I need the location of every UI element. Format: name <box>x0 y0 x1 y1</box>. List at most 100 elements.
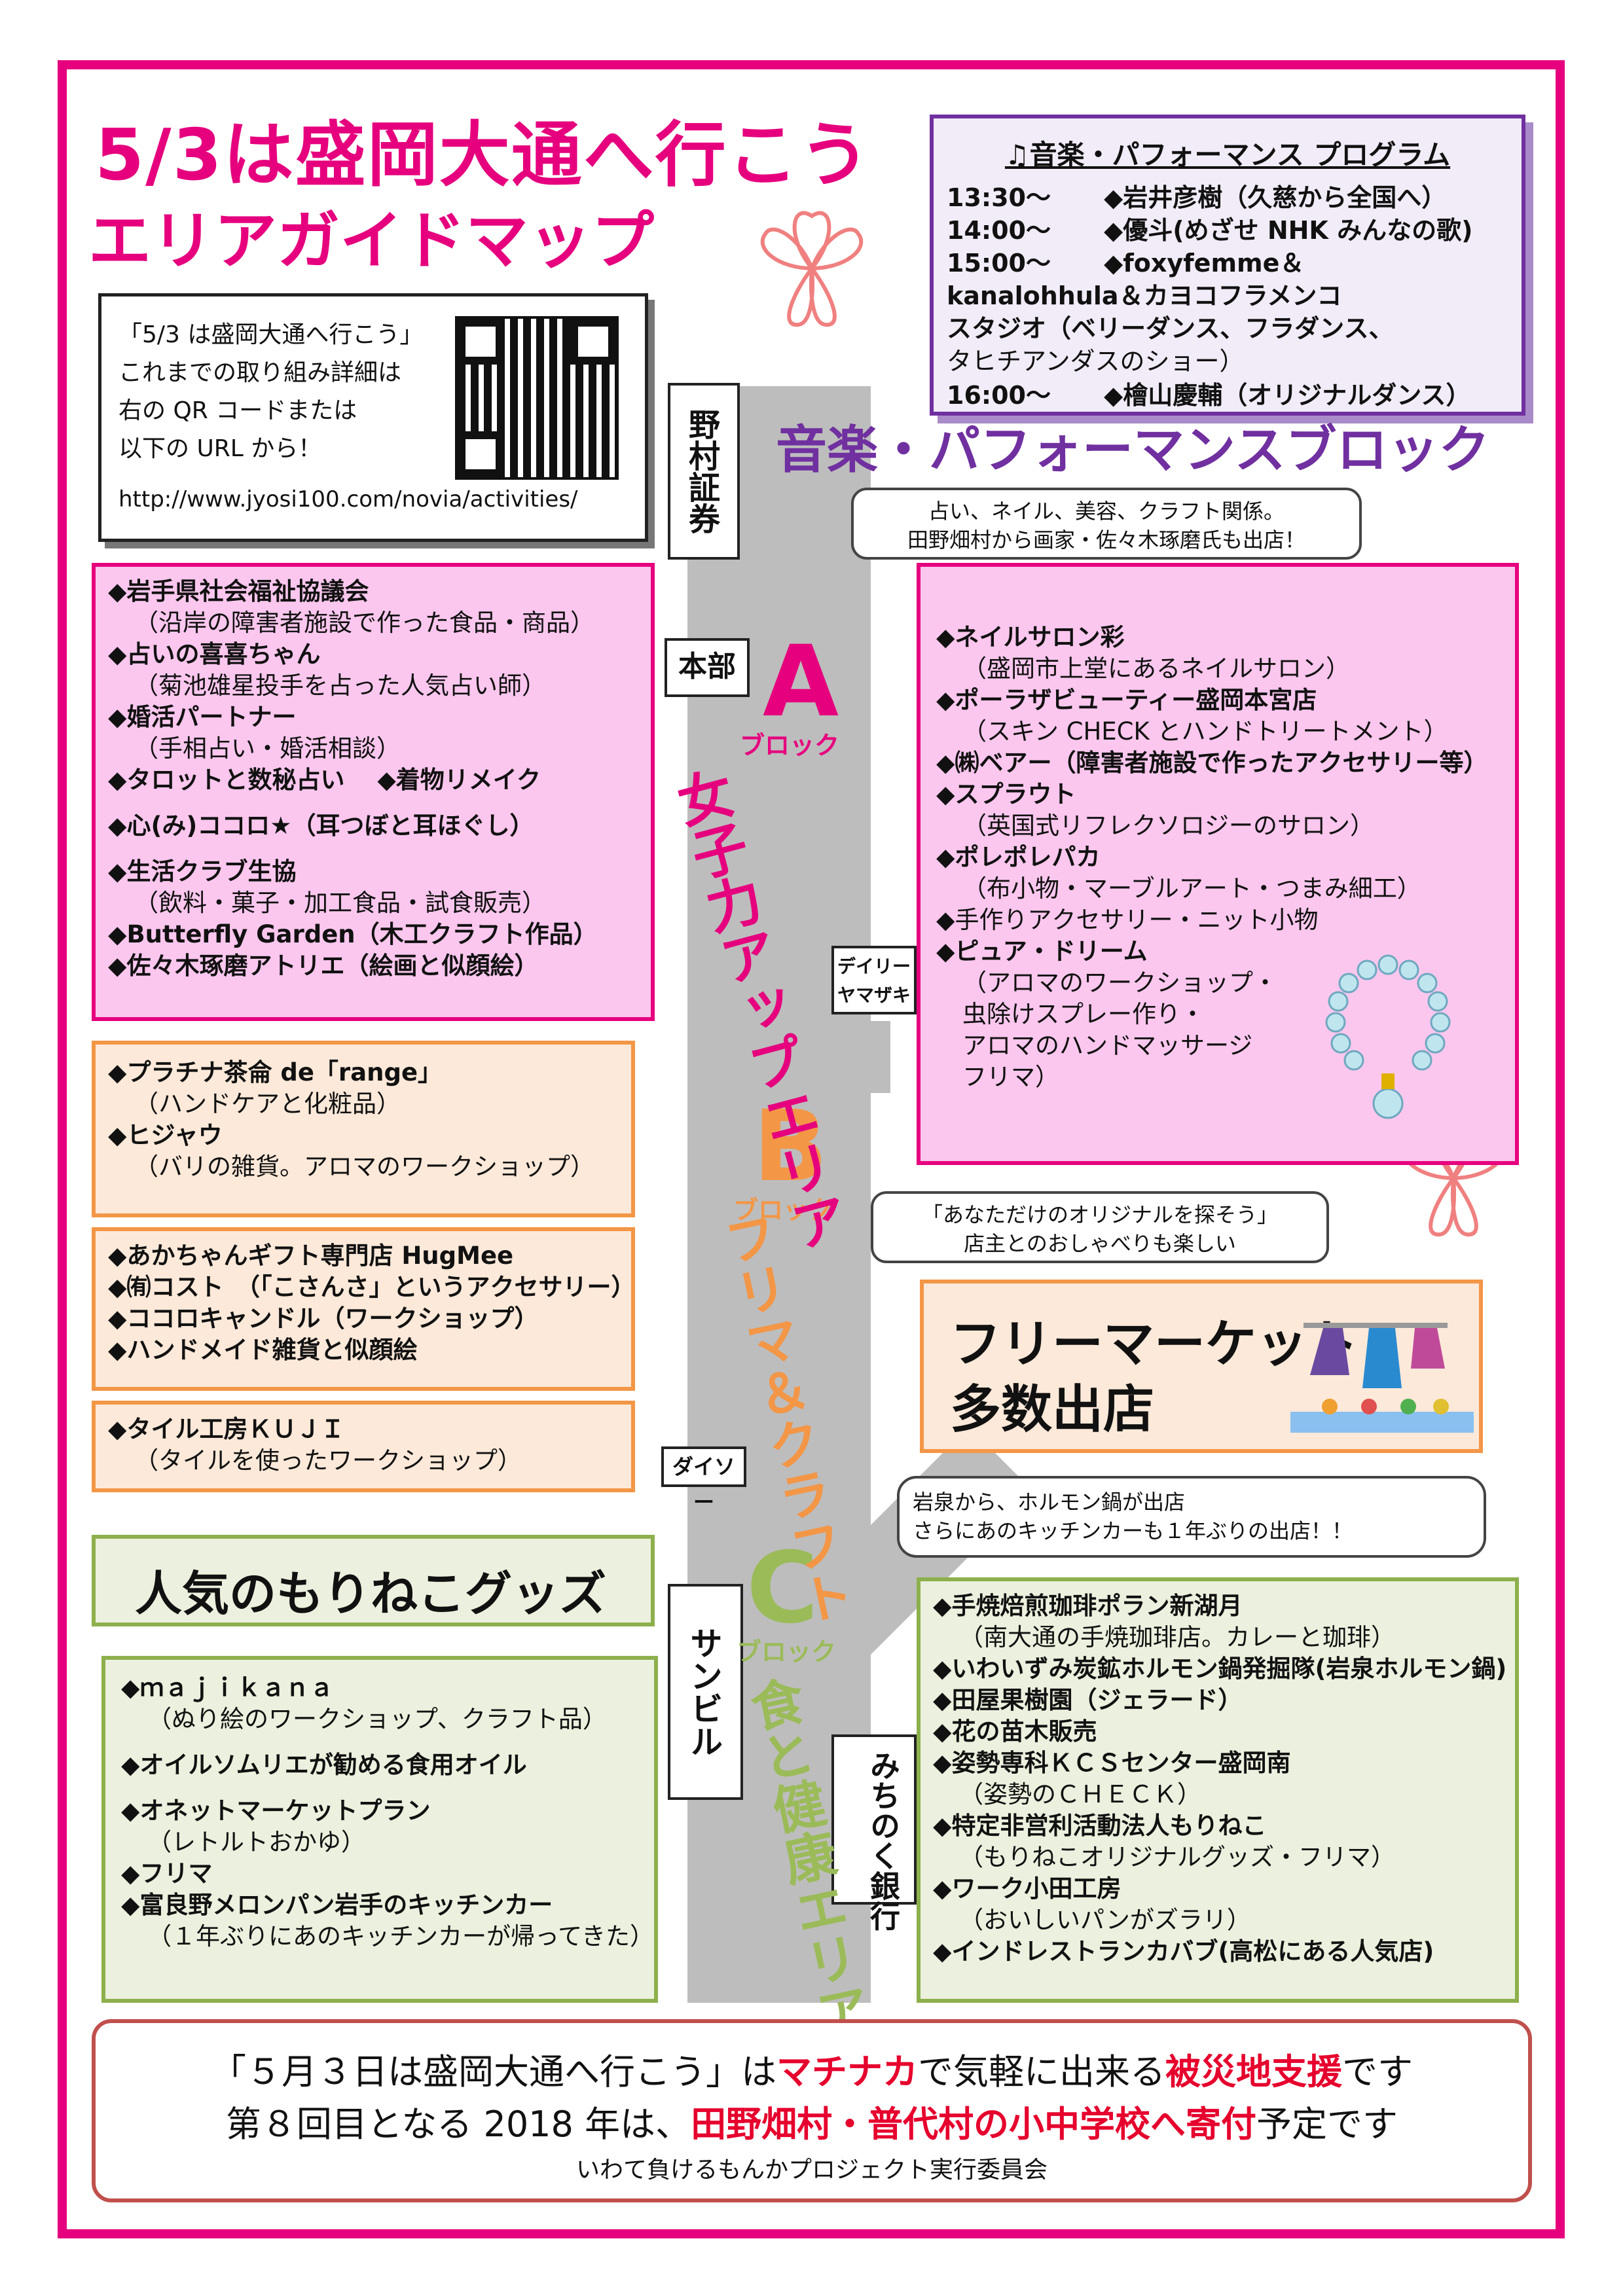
info-line: 以下の URL から！ <box>119 435 322 462</box>
list-item: フリマ） <box>962 1063 1059 1091</box>
list-item: ◆手焼焙煎珈琲ポラン新湖月 <box>933 1592 1243 1620</box>
list-item: ◆ポーラザビューティー盛岡本宮店 <box>936 686 1317 714</box>
list-item <box>108 796 598 810</box>
list-item: （ハンドケアと化粧品） <box>134 1090 401 1118</box>
music-block-label: 音楽・パフォーマンスブロック <box>776 421 1490 480</box>
block-b-box-3 <box>92 1401 635 1492</box>
program-row: 14:00～◆優斗(めざせ NHK みんなの歌) <box>947 216 1473 245</box>
b-box2-items: ◆あかちゃんギフト専門店 HugMee ◆㈲コスト （「こさんさ」というアクセサリ… <box>108 1240 635 1366</box>
program-title: ♫音楽・パフォーマンス プログラム <box>1004 139 1451 171</box>
list-item: （菊池雄星投手を占った人気占い師） <box>134 672 546 700</box>
list-item <box>121 1735 654 1749</box>
footer-line-1: 「５月３日は盛岡大通へ行こう」はマチナカで気軽に出来る被災地支援です <box>211 2051 1413 2092</box>
bubble-b: 「あなただけのオリジナルを探そう」店主とのおしゃべりも楽しい <box>871 1191 1329 1263</box>
c-left-items: ◆ｍａｊｉｋａｎａ （ぬり絵のワークショップ、クラフト品） ◆オイルソムリエが勧める… <box>121 1672 654 1952</box>
block-a-letter: A <box>763 625 839 739</box>
list-item: ◆占いの喜喜ちゃん <box>108 640 321 668</box>
list-item <box>121 1781 654 1795</box>
music-program-box: ♫音楽・パフォーマンス プログラム 13:30～◆岩井彦樹（久慈から全国へ） 1… <box>930 115 1525 416</box>
list-item: （姿勢のＣＨＥＣＫ） <box>959 1780 1201 1808</box>
info-line: 右の QR コードまたは <box>119 397 357 424</box>
list-item: ◆Butterfly Garden（木工クラフト作品） <box>108 920 598 948</box>
list-item: （もりねこオリジナルグッズ・フリマ） <box>959 1843 1395 1871</box>
info-line: 「5/3 は盛岡大通へ行こう」 <box>119 321 424 348</box>
list-item: （おいしいパンがズラリ） <box>959 1906 1251 1934</box>
block-a-suffix: ブロック <box>740 731 840 760</box>
bubble-c: 岩泉から、ホルモン鍋が出店さらにあのキッチンカーも１年ぶりの出店！！ <box>897 1476 1486 1558</box>
list-item: （手相占い・婚活相談） <box>134 734 401 762</box>
block-b-box-2 <box>92 1227 635 1391</box>
list-item: ◆富良野メロンパン岩手のキッチンカー <box>121 1891 553 1919</box>
landmark-daily-yamazaki: デイリーヤマザキ <box>831 946 917 1014</box>
program-row: 16:00～◆檜山慶輔（オリジナルダンス） <box>947 381 1471 410</box>
landmark-nomura: 野村証券 <box>668 383 740 560</box>
list-item: （タイルを使ったワークショップ） <box>134 1446 522 1475</box>
list-item: （アロマのワークショップ・ <box>962 969 1277 997</box>
list-item: ◆あかちゃんギフト専門店 HugMee <box>108 1242 514 1270</box>
activities-url[interactable]: http://www.jyosi100.com/novia/activities… <box>119 486 578 512</box>
list-item: ◆岩手県社会福祉協議会 <box>108 577 369 605</box>
list-item: ◆フリマ <box>121 1859 213 1888</box>
flea-market-line2: 多数出店 <box>950 1380 1155 1439</box>
b-box1-items: ◆プラチナ茶侖 de「range」 （ハンドケアと化粧品） ◆ヒジャウ （バリの雑貨。… <box>108 1057 594 1183</box>
list-item: （１年ぶりにあのキッチンカーが帰ってきた） <box>147 1922 655 1950</box>
list-item: （レトルトおかゆ） <box>147 1828 365 1856</box>
list-item: ◆手作りアクセサリー・ニット小物 <box>936 906 1319 934</box>
list-item: ◆オイルソムリエが勧める食用オイル <box>121 1751 527 1779</box>
a-right-items: ◆ネイルサロン彩（盛岡市上堂にあるネイルサロン）◆ポーラザビューティー盛岡本宮店… <box>936 622 1487 1093</box>
list-item: （盛岡市上堂にあるネイルサロン） <box>962 655 1350 683</box>
list-item: ◆ポレポレパカ <box>936 843 1101 871</box>
list-item: ◆ワーク小田工房 <box>933 1874 1122 1903</box>
block-b-suffix: ブロック <box>733 1196 833 1225</box>
list-item: （沿岸の障害者施設で作った食品・商品） <box>134 609 594 637</box>
list-item: （ぬり絵のワークショップ、クラフト品） <box>147 1705 607 1733</box>
list-item: 虫除けスプレー作り・ <box>962 1000 1205 1028</box>
list-item: ◆田屋果樹園（ジェラード） <box>933 1686 1243 1714</box>
list-item: ◆心(み)ココロ★（耳つぼと耳ほぐし） <box>108 812 534 840</box>
program-row: タヒチアンダスのショー） <box>947 347 1245 376</box>
block-c-right-list <box>917 1577 1519 2003</box>
list-item: ◆プラチナ茶侖 de「range」 <box>108 1058 443 1086</box>
landmark-honbu: 本部 <box>665 638 750 697</box>
morineko-goods-label: 人気のもりねこグッズ <box>135 1566 607 1621</box>
flea-market-stall-icon <box>1290 1323 1474 1433</box>
flea-market-box: フリーマーケット 多数出店 <box>920 1280 1483 1453</box>
morineko-goods-box: 人気のもりねこグッズ <box>92 1535 655 1626</box>
list-item: ◆いわいずみ炭鉱ホルモン鍋発掘隊(岩泉ホルモン鍋) <box>933 1655 1507 1683</box>
list-item: ◆ココロキャンドル（ワークショップ） <box>108 1304 539 1333</box>
list-item: ◆ピュア・ドリーム <box>936 937 1148 965</box>
info-box: 「5/3 は盛岡大通へ行こう」 これまでの取り組み詳細は 右の QR コードまた… <box>98 293 648 542</box>
landmark-michinoku-bank: みちのく銀行 <box>831 1734 917 1931</box>
list-item: ◆ヒジャウ <box>108 1121 223 1149</box>
program-row: スタジオ（ベリーダンス、フラダンス、 <box>947 314 1394 343</box>
footer-organizer: いわて負けるもんかプロジェクト実行委員会 <box>575 2157 1048 2183</box>
list-item: （南大通の手焼珈琲店。カレーと珈琲） <box>959 1623 1395 1651</box>
b-box3-items: ◆タイル工房ＫＵＪＩ （タイルを使ったワークショップ） <box>108 1414 522 1477</box>
page-subtitle: エリアガイドマップ <box>88 204 654 278</box>
program-row: 13:30～◆岩井彦樹（久慈から全国へ） <box>947 183 1447 212</box>
list-item: ◆㈲コスト （「こさんさ」というアクセサリー） <box>108 1273 636 1301</box>
c-right-items: ◆手焼焙煎珈琲ポラン新湖月 （南大通の手焼珈琲店。カレーと珈琲） ◆いわいずみ炭鉱ホ… <box>933 1590 1506 1967</box>
list-item: （バリの雑貨。アロマのワークショップ） <box>134 1153 594 1181</box>
list-item: アロマのハンドマッサージ <box>962 1031 1253 1060</box>
qr-code-icon[interactable] <box>455 316 619 480</box>
info-line: これまでの取り組み詳細は <box>119 359 402 386</box>
block-b-letter: B <box>753 1090 828 1204</box>
road-cross-a <box>687 1021 890 1093</box>
list-item: ◆特定非営利活動法人もりねこ <box>933 1812 1267 1840</box>
a-left-items: ◆岩手県社会福祉協議会 （沿岸の障害者施設で作った食品・商品） ◆占いの喜喜ちゃん （… <box>108 576 598 982</box>
program-row: kanalohhula＆カヨコフラメンコ <box>947 281 1342 310</box>
bracelet-icon <box>1325 954 1451 1119</box>
landmark-daiso: ダイソー <box>661 1446 746 1515</box>
list-item: ◆オネットマーケットプラン <box>121 1797 431 1825</box>
block-a-left-list <box>92 563 655 1021</box>
list-item: ◆インドレストランカバブ(高松にある人気店) <box>933 1937 1434 1965</box>
footer-message-box: 「５月３日は盛岡大通へ行こう」はマチナカで気軽に出来る被災地支援です 第８回目と… <box>92 2019 1532 2202</box>
list-item: ◆婚活パートナー <box>108 703 297 731</box>
list-item: ◆姿勢専科ＫＣＳセンター盛岡南 <box>933 1749 1291 1777</box>
list-item: ◆タロットと数秘占い ◆着物リメイク <box>108 766 541 794</box>
list-item: ◆タイル工房ＫＵＪＩ <box>108 1415 345 1443</box>
list-item: ◆生活クラブ生協 <box>108 857 297 886</box>
list-item: ◆ｍａｊｉｋａｎａ <box>121 1674 334 1702</box>
page-title: 5/3は盛岡大通へ行こう <box>95 115 871 196</box>
